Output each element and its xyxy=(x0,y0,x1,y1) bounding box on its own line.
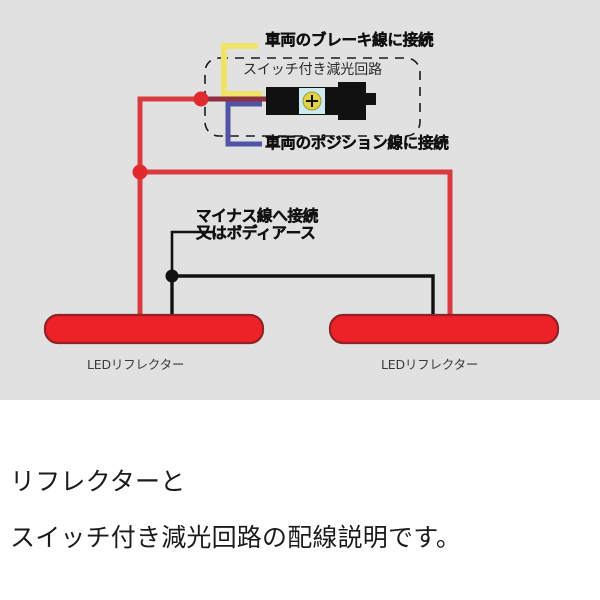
label-dimmer-module: スイッチ付き減光回路 xyxy=(243,62,382,78)
label-reflector-left: LEDリフレクター xyxy=(87,357,185,372)
ground-wire-to-right-reflector xyxy=(172,274,435,318)
power-wire-red-to-right-reflector xyxy=(140,169,453,318)
position-wire-blue xyxy=(225,101,262,147)
dimmer-module-head xyxy=(338,82,366,120)
junction-node-ground xyxy=(165,269,179,283)
junction-node-red-upper xyxy=(193,91,209,107)
label-reflector-right: LEDリフレクター xyxy=(381,357,479,372)
power-wire-red-upper xyxy=(137,96,202,172)
label-ground-line-2: 又はボディアース xyxy=(196,224,316,243)
junction-node-red-lower xyxy=(132,164,148,180)
label-ground-line-1: マイナス線へ接続 xyxy=(196,207,319,225)
brake-wire-yellow xyxy=(221,43,262,97)
caption-line-2: スイッチ付き減光回路の配線説明です。 xyxy=(10,523,462,552)
label-brake-line: 車両のブレーキ線に接続 xyxy=(265,31,434,49)
caption-block: リフレクターと スイッチ付き減光回路の配線説明です。 xyxy=(0,400,600,600)
led-reflector-left xyxy=(43,313,265,345)
label-ground-connection: マイナス線へ接続 又はボディアース xyxy=(196,207,319,243)
dimmer-module-connector xyxy=(364,93,376,105)
diagram-panel: 車両のブレーキ線に接続 スイッチ付き減光回路 車両のポジション線に接続 マイナス… xyxy=(0,0,600,400)
label-position-line: 車両のポジション線に接続 xyxy=(265,134,449,152)
ground-label-leader xyxy=(170,230,215,276)
led-reflector-right xyxy=(328,313,560,345)
caption-line-1: リフレクターと xyxy=(10,467,186,496)
wiring-schematic xyxy=(43,43,560,345)
